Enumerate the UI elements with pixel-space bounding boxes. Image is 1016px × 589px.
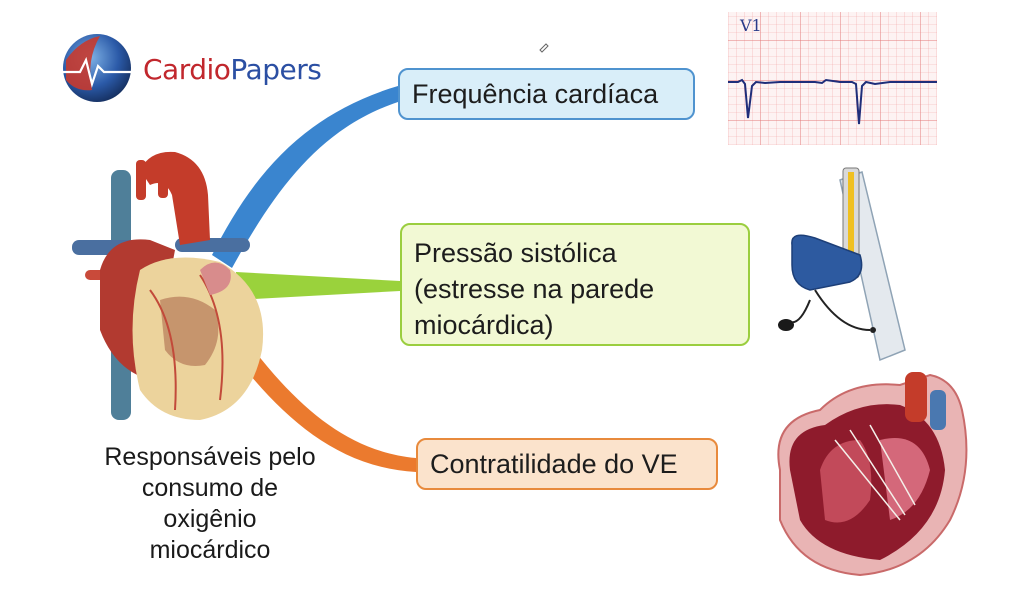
- caption-line-2: consumo de: [141, 474, 279, 502]
- connector-heart-rate: [212, 86, 398, 268]
- caption: Responsáveis pelo consumo de oxigênio mi…: [60, 442, 360, 566]
- caption-line-4: miocárdico: [149, 536, 271, 564]
- connector-systolic: [236, 272, 400, 300]
- heart-cross-section-illustration: [777, 372, 968, 577]
- systolic-line-3: miocárdica): [414, 310, 554, 340]
- box-contractility: Contratilidade do VE: [416, 438, 718, 490]
- caption-line-1: Responsáveis pelo: [104, 443, 316, 471]
- logo-text-cardio: Cardio: [143, 53, 231, 86]
- heart-illustration: [72, 151, 264, 420]
- systolic-line-1: Pressão sistólica: [414, 238, 617, 268]
- ecg-strip: [728, 12, 937, 145]
- logo-globe-icon: [62, 34, 132, 102]
- systolic-line-2: (estresse na parede: [414, 274, 655, 304]
- logo-wordmark: CardioPapers: [143, 53, 322, 86]
- sphygmomanometer-illustration: [778, 167, 906, 362]
- pen-cursor-icon: [539, 43, 549, 53]
- box-heart-rate: Frequência cardíaca: [398, 68, 695, 120]
- caption-line-3: oxigênio: [163, 505, 257, 533]
- ecg-lead-label: V1: [740, 16, 762, 35]
- box-systolic-pressure: Pressão sistólica (estresse na parede mi…: [400, 223, 750, 346]
- logo-text-papers: Papers: [230, 53, 322, 86]
